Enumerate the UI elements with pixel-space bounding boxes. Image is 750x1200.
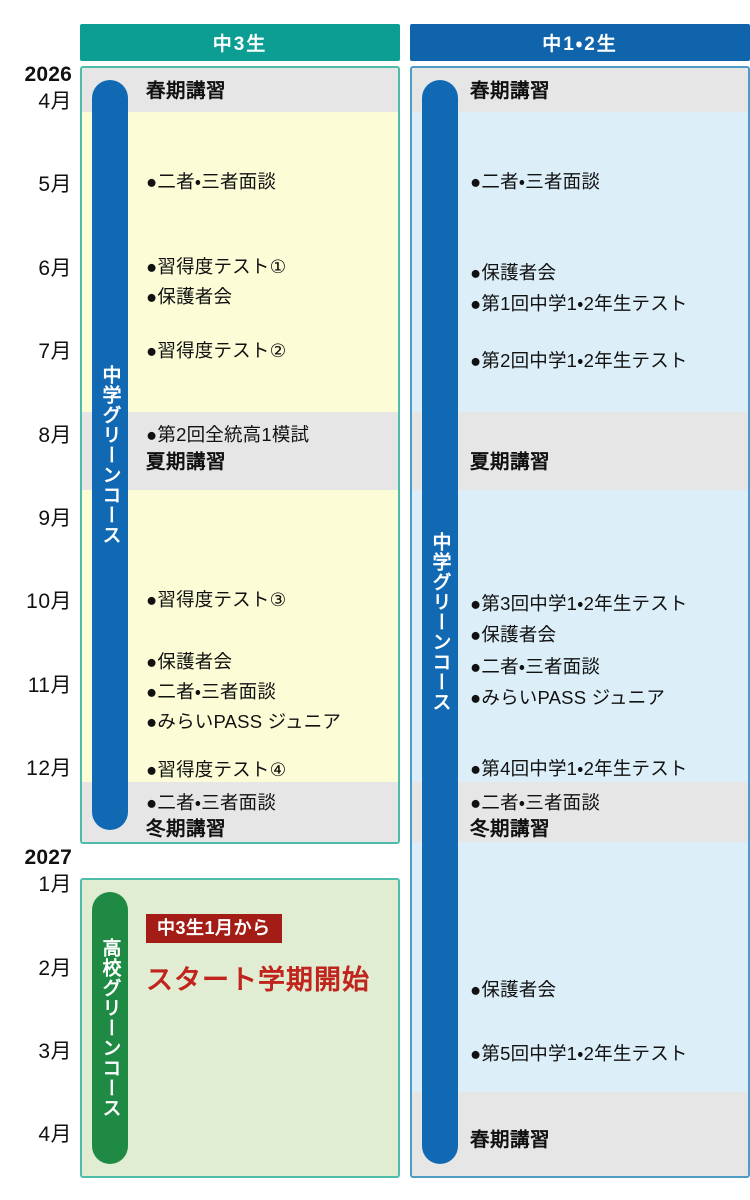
season-band: [82, 782, 398, 842]
season-band: [412, 68, 748, 112]
month-label: 3月: [38, 1040, 72, 1063]
schedule-event: ●習得度テスト④: [146, 759, 287, 780]
month-label: 8月: [38, 424, 72, 447]
season-title: 春期講習: [146, 80, 227, 102]
schedule-event: ●習得度テスト①: [146, 256, 287, 277]
season-band: [412, 1092, 748, 1176]
season-title: 春期講習: [470, 1129, 551, 1151]
season-band: [82, 68, 398, 112]
schedule-event: ●第3回中学1・2年生テスト: [470, 593, 688, 614]
course-pill-koko: 高校グリーンコース: [92, 892, 128, 1164]
month-label: 5月: [38, 173, 72, 196]
schedule-event: ●みらいPASS ジュニア: [470, 687, 666, 708]
course-pill-chu3-label: 中学グリーンコース: [99, 365, 121, 545]
course-pill-chu12-label: 中学グリーンコース: [429, 532, 451, 712]
season-band: [412, 782, 748, 842]
schedule-event: ●第5回中学1・2年生テスト: [470, 1043, 688, 1064]
month-label: 12月: [26, 757, 72, 780]
season-band: [412, 412, 748, 490]
month-label: 4月: [38, 1123, 72, 1146]
column-header-chu3: 中3生: [80, 24, 400, 61]
column-header-chu3-label: 中3生: [212, 34, 268, 55]
schedule-event: ●二者・三者面談: [470, 656, 601, 677]
month-label: 4月: [38, 90, 72, 113]
schedule-event: ●第2回中学1・2年生テスト: [470, 350, 688, 371]
course-pill-koko-label: 高校グリーンコース: [99, 938, 121, 1118]
start-term-headline: スタート学期開始: [146, 965, 370, 995]
column-header-chu12-label: 中1・2生: [542, 34, 618, 55]
month-label: 10月: [26, 590, 72, 613]
season-title: 夏期講習: [470, 451, 551, 473]
schedule-event: ●第1回中学1・2年生テスト: [470, 293, 688, 314]
card-chu3-green-course: 中学グリーンコース 春期講習夏期講習冬期講習 ●二者・三者面談 ●習得度テスト① ●保…: [80, 66, 400, 844]
schedule-event: ●二者・三者面談: [146, 681, 277, 702]
month-label: 7月: [38, 340, 72, 363]
year-marker: 2026: [24, 63, 72, 86]
schedule-event: ●二者・三者面談: [146, 792, 277, 813]
schedule-event: ●みらいPASS ジュニア: [146, 711, 342, 732]
season-title: 冬期講習: [470, 818, 551, 840]
month-label: 11月: [27, 674, 72, 697]
column-header-chu12: 中1・2生: [410, 24, 750, 61]
schedule-event: ●習得度テスト③: [146, 589, 287, 610]
month-label: 9月: [38, 507, 72, 530]
course-pill-chu3: 中学グリーンコース: [92, 80, 128, 830]
card-chu12-green-course: 中学グリーンコース 春期講習夏期講習冬期講習春期講習●二者・三者面談●保護者会●…: [410, 66, 750, 1178]
schedule-event: ●習得度テスト②: [146, 340, 287, 361]
month-label: 6月: [38, 257, 72, 280]
course-pill-chu12: 中学グリーンコース: [422, 80, 458, 1164]
schedule-event: ●保護者会: [470, 624, 557, 645]
schedule-event: ●第4回中学1・2年生テスト: [470, 758, 688, 779]
schedule-event: ●保護者会: [146, 286, 233, 307]
month-rail: 2026 2027 4月 5月 6月 7月 8月 9月 10月 11月 12月 1月 2月 3月 4月: [0, 0, 80, 1200]
season-title: 春期講習: [470, 80, 551, 102]
schedule-event: ●保護者会: [470, 979, 557, 1000]
schedule-event: ●二者・三者面談: [470, 792, 601, 813]
start-term-badge: 中3生1月から: [146, 914, 282, 943]
schedule-event: ●二者・三者面談: [470, 171, 601, 192]
schedule-event: ●保護者会: [146, 651, 233, 672]
month-label: 1月: [38, 873, 72, 896]
card-koko-green-course: 高校グリーンコース 中3生1月から スタート学期開始: [80, 878, 400, 1178]
season-title: 夏期講習: [146, 451, 227, 473]
year-marker: 2027: [24, 846, 72, 869]
schedule-event: ●保護者会: [470, 262, 557, 283]
schedule-event: ●第2回全統高1模試: [146, 424, 310, 445]
season-band: [82, 412, 398, 490]
season-title: 冬期講習: [146, 818, 227, 840]
month-label: 2月: [38, 957, 72, 980]
schedule-event: ●二者・三者面談: [146, 171, 277, 192]
